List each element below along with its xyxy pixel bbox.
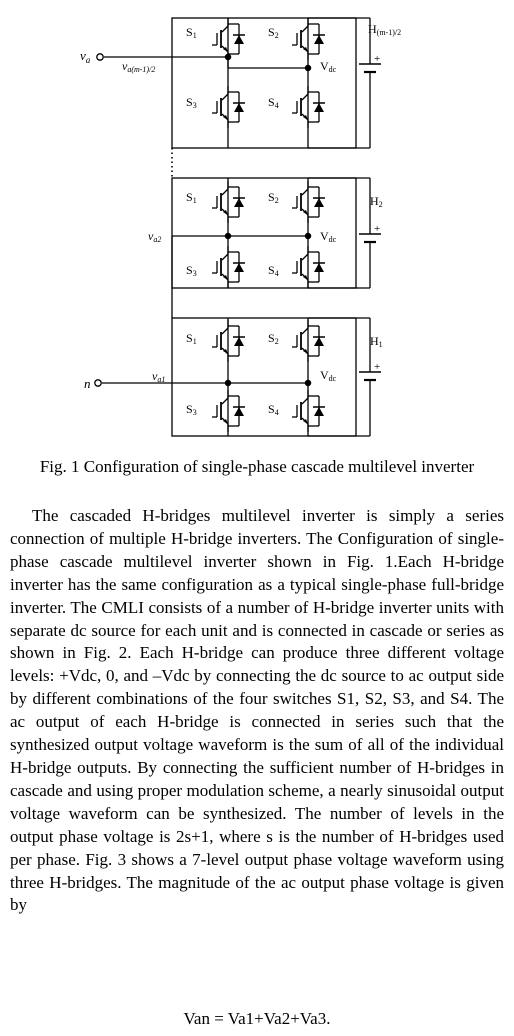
- figure-caption: Fig. 1 Configuration of single-phase cas…: [39, 457, 475, 476]
- label-s3-top: S3: [186, 95, 197, 110]
- label-plus-h2: +: [374, 223, 380, 235]
- label-plus-top: +: [374, 53, 380, 65]
- label-s1-top: S1: [186, 25, 197, 40]
- label-s2-top: S2: [268, 25, 279, 40]
- label-vdc-top: Vdc: [320, 59, 337, 74]
- label-h-top: H(m-1)/2: [368, 22, 401, 37]
- label-h2: H2: [370, 194, 383, 209]
- label-vdc-h2: Vdc: [320, 229, 337, 244]
- label-s3-h2: S3: [186, 263, 197, 278]
- label-n: n: [84, 376, 91, 391]
- label-h1: H1: [370, 334, 383, 349]
- label-va-top: va(m-1)/2: [122, 59, 155, 74]
- label-s1-h1: S1: [186, 331, 197, 346]
- circuit-figure: va va(m-1)/2 va2 va1 n H(m-1)/2 H2 H1 Vd…: [80, 17, 401, 437]
- label-s3-h1: S3: [186, 402, 197, 417]
- label-va2: va2: [148, 229, 161, 244]
- label-vdc-h1: Vdc: [320, 368, 337, 383]
- label-s4-h1: S4: [268, 402, 279, 417]
- h-bridge-1: [94, 317, 381, 437]
- label-plus-h1: +: [374, 361, 380, 373]
- h-bridge-2: [171, 177, 381, 318]
- label-s2-h2: S2: [268, 190, 279, 205]
- label-s2-h1: S2: [268, 331, 279, 346]
- equation: Van = Va1+Va2+Va3.: [183, 1009, 331, 1028]
- label-va1: va1: [152, 369, 165, 384]
- label-s4-h2: S4: [268, 263, 279, 278]
- label-va: va: [80, 48, 91, 65]
- body-text: The cascaded H-bridges multilevel invert…: [10, 505, 504, 917]
- label-s1-h2: S1: [186, 190, 197, 205]
- label-s4-top: S4: [268, 95, 279, 110]
- body-paragraph: The cascaded H-bridges multilevel invert…: [10, 506, 504, 915]
